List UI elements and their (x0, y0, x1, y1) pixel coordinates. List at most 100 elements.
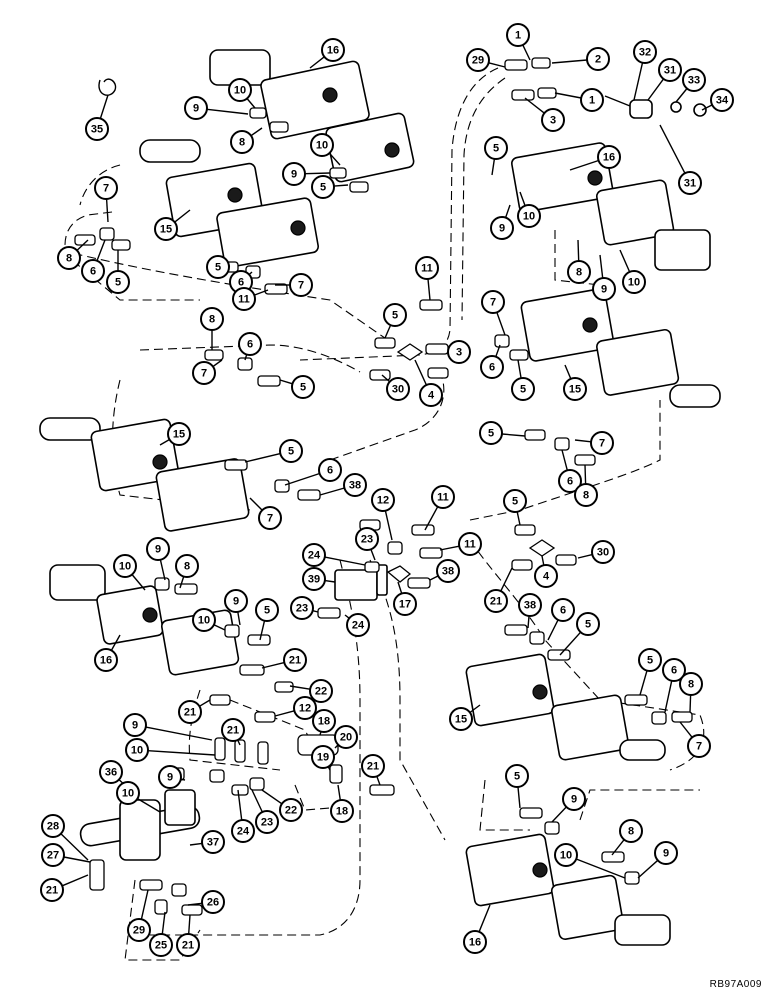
callout-label: 16 (327, 45, 339, 57)
callout-5: 5 (505, 764, 529, 788)
callout-8: 8 (230, 130, 254, 154)
callout-9: 9 (123, 713, 147, 737)
callout-circle (484, 136, 508, 160)
callout-label: 5 (514, 771, 520, 783)
callout-label: 31 (684, 178, 696, 190)
callout-leader (274, 710, 295, 717)
callout-label: 6 (247, 339, 253, 351)
cylinder-left-lower (49, 564, 240, 676)
callout-label: 30 (392, 384, 404, 396)
callout-leader (414, 359, 428, 386)
callout-leader (206, 108, 249, 115)
callout-7: 7 (590, 431, 614, 455)
callout-24: 24 (231, 819, 255, 843)
callout-label: 38 (349, 480, 361, 492)
callout-circle (321, 38, 345, 62)
callout-8: 8 (679, 672, 703, 696)
callout-label: 8 (628, 826, 634, 838)
callout-circle (534, 564, 558, 588)
callout-circle (622, 270, 646, 294)
callout-5: 5 (503, 489, 527, 513)
callout-circle (662, 658, 686, 682)
callout-10: 10 (116, 781, 140, 805)
callout-circle (184, 96, 208, 120)
callout-leader (319, 487, 345, 496)
callout-10: 10 (554, 843, 578, 867)
callout-leader (469, 704, 481, 714)
callout-leader (289, 685, 311, 690)
callout-label: 28 (47, 821, 59, 833)
callout-9: 9 (184, 96, 208, 120)
callout-label: 29 (472, 55, 484, 67)
callout-leader (145, 726, 213, 741)
callout-7: 7 (94, 176, 118, 200)
callout-leader (524, 97, 545, 114)
callout-circle (290, 596, 314, 620)
callout-4: 4 (419, 383, 443, 407)
callout-5: 5 (279, 439, 303, 463)
callout-leader (212, 359, 223, 368)
callout-16: 16 (321, 38, 345, 62)
callout-circle (355, 527, 379, 551)
callout-circle (41, 843, 65, 867)
callout-9: 9 (592, 277, 616, 301)
callout-label: 5 (647, 655, 653, 667)
callout-label: 9 (155, 544, 161, 556)
callout-leader (574, 439, 592, 443)
callout-circle (678, 171, 702, 195)
callout-label: 7 (201, 368, 207, 380)
callout-leader (244, 452, 281, 463)
callout-5: 5 (383, 303, 407, 327)
callout-label: 6 (489, 362, 495, 374)
callout-leader (376, 776, 381, 786)
callout-leader (137, 797, 161, 813)
cylinder-right-lower (465, 653, 666, 761)
callout-circle (710, 88, 734, 112)
callout-leader (261, 661, 285, 669)
callout-label: 15 (455, 714, 467, 726)
callout-circle (383, 303, 407, 327)
callout-20: 20 (334, 725, 358, 749)
callout-19: 19 (311, 745, 335, 769)
callout-10: 10 (113, 554, 137, 578)
callout-circle (146, 537, 170, 561)
callout-leader (488, 62, 506, 68)
callout-circle (480, 355, 504, 379)
callout-leader (249, 497, 263, 511)
callout-circle (447, 340, 471, 364)
callout-leader (140, 889, 149, 920)
callout-label: 5 (392, 310, 398, 322)
callout-9: 9 (490, 216, 514, 240)
callout-label: 21 (46, 885, 58, 897)
callout-leader (517, 359, 522, 379)
callout-38: 38 (518, 593, 542, 617)
callout-circle (228, 78, 252, 102)
callout-6: 6 (81, 259, 105, 283)
callout-26: 26 (201, 890, 225, 914)
callout-39: 39 (302, 567, 326, 591)
callout-25: 25 (149, 933, 173, 957)
callout-circle (279, 798, 303, 822)
callout-27: 27 (41, 843, 65, 867)
callout-leader (701, 104, 713, 111)
callout-circle (505, 764, 529, 788)
callout-circle (238, 332, 262, 356)
valve-block-39 (334, 564, 388, 601)
callout-label: 8 (239, 137, 245, 149)
callout-3: 3 (447, 340, 471, 364)
callout-circle (346, 613, 370, 637)
callout-7: 7 (481, 290, 505, 314)
callout-circle (255, 598, 279, 622)
callout-label: 10 (122, 788, 134, 800)
callout-circle (633, 40, 657, 64)
callout-label: 24 (352, 620, 365, 632)
callout-leader (61, 874, 89, 887)
callout-leader (199, 699, 211, 707)
callout-label: 7 (103, 183, 109, 195)
callout-leader (584, 464, 587, 485)
callout-circle (449, 707, 473, 731)
callout-leader (189, 842, 203, 846)
callout-label: 25 (155, 940, 167, 952)
callout-circle (94, 176, 118, 200)
callout-label: 8 (66, 253, 72, 265)
